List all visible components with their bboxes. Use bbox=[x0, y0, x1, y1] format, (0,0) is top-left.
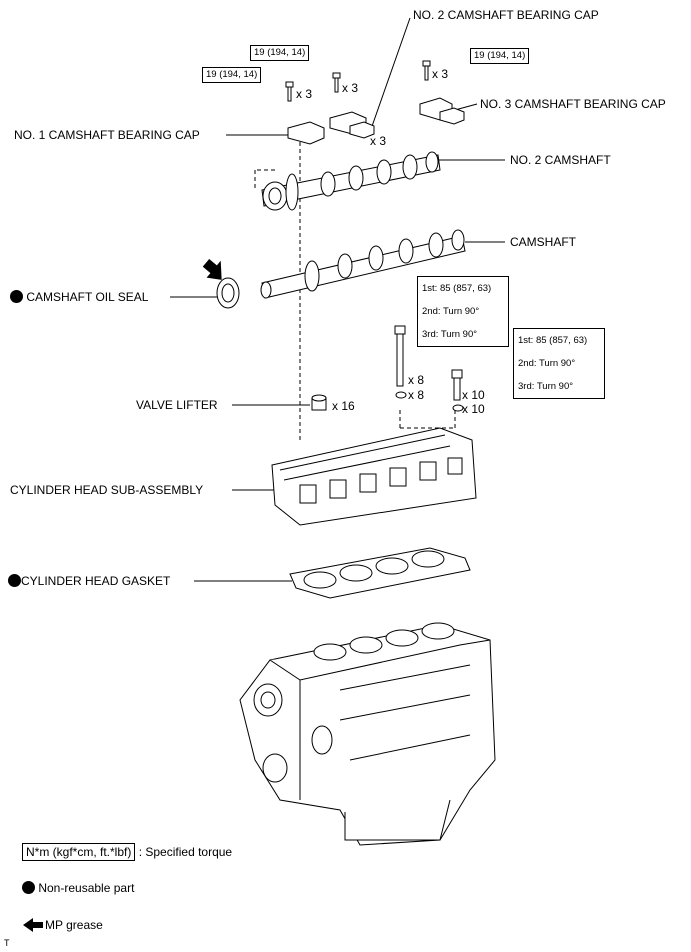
torque-step-second: 2nd: Turn 90° bbox=[422, 306, 480, 317]
label-valve-lifter: VALVE LIFTER bbox=[136, 398, 218, 412]
bolt-icon bbox=[422, 60, 431, 81]
bolt-icon bbox=[285, 81, 294, 102]
legend-torque-desc: : Specified torque bbox=[138, 845, 233, 859]
qty-head-bolt-long: x 8 bbox=[408, 373, 425, 387]
torque-step-first: 1st: 85 (857, 63) bbox=[518, 335, 588, 346]
qty-valve-lifter: x 16 bbox=[332, 399, 355, 413]
non-reusable-dot-icon bbox=[8, 574, 21, 587]
figure-code: T bbox=[4, 938, 10, 948]
label-no2-camshaft: NO. 2 CAMSHAFT bbox=[510, 153, 611, 167]
label-gasket: CYLINDER HEAD GASKET bbox=[8, 574, 170, 588]
leader-no3-cap bbox=[454, 103, 478, 111]
qty-head-bolt-short: x 10 bbox=[462, 388, 485, 402]
label-camshaft: CAMSHAFT bbox=[510, 235, 576, 249]
non-reusable-dot-icon bbox=[10, 290, 23, 303]
qty-washer-long: x 8 bbox=[408, 388, 425, 402]
torque-box-no2: 19 (194, 14) bbox=[250, 45, 310, 61]
qty-no2-caps: x 3 bbox=[370, 134, 387, 148]
torque-step-first: 1st: 85 (857, 63) bbox=[422, 283, 492, 294]
qty-no3-bolts: x 3 bbox=[432, 67, 449, 81]
torque-box-no1: 19 (194, 14) bbox=[202, 67, 262, 83]
valve-lifter-shape bbox=[311, 394, 327, 411]
legend-torque-unit: N*m (kgf*cm, ft.*lbf) bbox=[22, 843, 136, 861]
legend-non-reusable: Non-reusable part bbox=[22, 881, 134, 895]
bolt-icon bbox=[332, 72, 341, 93]
torque-step-third: 3rd: Turn 90° bbox=[422, 329, 478, 340]
oil-seal-shape bbox=[216, 277, 240, 309]
torque-step-third: 3rd: Turn 90° bbox=[518, 381, 574, 392]
leader-no2-cap bbox=[369, 17, 411, 133]
label-oil-seal-text: CAMSHAFT OIL SEAL bbox=[26, 290, 149, 304]
washer-icon bbox=[395, 391, 407, 399]
head-bolt-torque-box-b: 1st: 85 (857, 63) 2nd: Turn 90° 3rd: Tur… bbox=[513, 328, 605, 399]
torque-box-no3: 19 (194, 14) bbox=[470, 48, 530, 64]
legend-arrow-icon bbox=[23, 918, 43, 932]
gasket-shape bbox=[289, 547, 471, 599]
camshaft-shape bbox=[260, 229, 466, 299]
cylinder-head-shape bbox=[271, 427, 477, 526]
no2-camshaft-shape bbox=[261, 151, 441, 211]
no1-bearing-cap-shape bbox=[287, 121, 325, 145]
label-gasket-text: CYLINDER HEAD GASKET bbox=[21, 574, 171, 588]
label-no3-bearing-cap: NO. 3 CAMSHAFT BEARING CAP bbox=[480, 97, 666, 111]
engine-block-shape bbox=[239, 622, 496, 846]
label-cylinder-head: CYLINDER HEAD SUB-ASSEMBLY bbox=[10, 483, 204, 497]
legend-mp-grease: MP grease bbox=[45, 918, 103, 932]
head-bolt-long-icon bbox=[394, 325, 406, 387]
mp-grease-arrow-icon bbox=[202, 258, 222, 280]
label-oil-seal: CAMSHAFT OIL SEAL bbox=[10, 290, 148, 304]
head-bolt-torque-box-a: 1st: 85 (857, 63) 2nd: Turn 90° 3rd: Tur… bbox=[417, 276, 509, 347]
washer-icon bbox=[452, 404, 464, 412]
head-bolt-short-icon bbox=[451, 369, 463, 401]
label-no2-bearing-cap: NO. 2 CAMSHAFT BEARING CAP bbox=[413, 8, 599, 22]
legend-torque: N*m (kgf*cm, ft.*lbf) : Specified torque bbox=[22, 843, 233, 861]
label-no1-bearing-cap: NO. 1 CAMSHAFT BEARING CAP bbox=[14, 128, 200, 142]
qty-washer-short: x 10 bbox=[462, 402, 485, 416]
qty-no1-bolts: x 3 bbox=[296, 87, 313, 101]
qty-no2-bolts: x 3 bbox=[342, 81, 359, 95]
non-reusable-dot-icon bbox=[22, 881, 35, 894]
legend-non-reusable-text: Non-reusable part bbox=[38, 881, 135, 895]
torque-step-second: 2nd: Turn 90° bbox=[518, 358, 576, 369]
